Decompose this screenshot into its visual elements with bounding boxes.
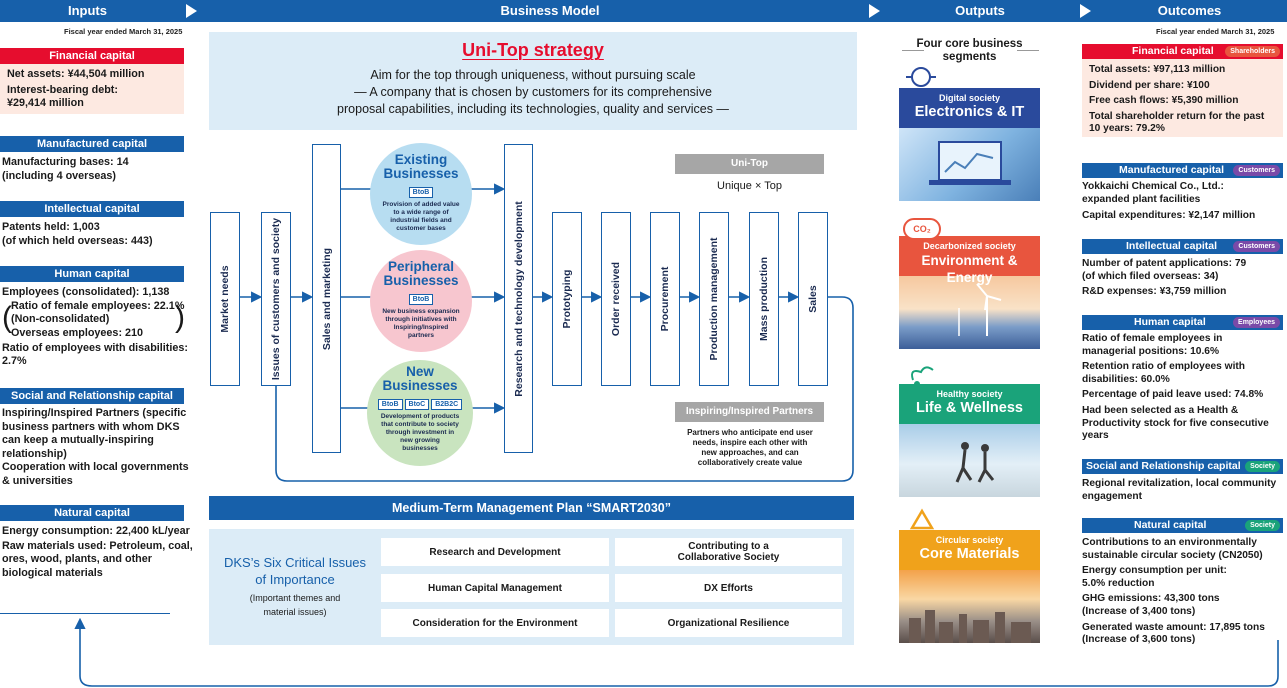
header-bar: Inputs Business Model Outputs Outcomes (0, 0, 1287, 22)
process-order-received: Order received (601, 212, 631, 386)
outcome-manufactured-title: Manufactured capital Customers (1082, 163, 1283, 178)
city-image-icon (909, 610, 1031, 643)
outcome-manufactured-text: Yokkaichi Chemical Co., Ltd.: expanded p… (1082, 181, 1256, 222)
input-intellectual-text: Patents held: 1,003 (of which held overs… (2, 221, 153, 247)
process-sales-marketing: Sales and marketing (312, 144, 341, 453)
process-sales: Sales (798, 212, 828, 386)
strategy-panel: Uni-Top strategy Aim for the top through… (209, 32, 857, 130)
outcome-social-text: Regional revitalization, local community… (1082, 478, 1277, 502)
unitop-label: Uni-Top (675, 154, 824, 174)
mtp-title: Medium-Term Management Plan “SMART2030” (209, 496, 854, 520)
stakeholder-pill-society: Society (1245, 461, 1280, 472)
co2-cloud-icon: CO₂ (903, 218, 941, 240)
outcome-natural-title: Natural capital Society (1082, 518, 1283, 533)
process-mass-production: Mass production (749, 212, 779, 386)
divider (0, 613, 170, 614)
input-manufactured-capital-title: Manufactured capital (0, 136, 184, 152)
header-outputs: Outputs (955, 3, 1005, 18)
input-human-capital-title: Human capital (0, 266, 184, 282)
recycle-icon (905, 508, 939, 534)
input-natural-capital-title: Natural capital (0, 505, 184, 521)
chevron-right-icon (869, 4, 880, 18)
strategy-text: Aim for the top through uniqueness, with… (337, 68, 729, 116)
issue-resilience: Organizational Resilience (615, 609, 842, 637)
outcome-financial-bg (1082, 59, 1283, 137)
process-rnd: Research and technology development (504, 144, 533, 453)
six-issues-heading: DKS’s Six Critical Issues of Importance … (223, 555, 367, 617)
issue-rnd: Research and Development (381, 538, 609, 566)
segment-electronics-it: Digital society Electronics & IT (899, 88, 1040, 201)
chevron-right-icon (1080, 4, 1091, 18)
chevron-right-icon (186, 4, 197, 18)
heart-leaf-icon (905, 362, 939, 388)
outcome-social-title: Social and Relationship capital Society (1082, 459, 1283, 474)
outcome-financial-text: Total assets: ¥97,113 million Dividend p… (1089, 64, 1265, 135)
partners-label: Inspiring/Inspired Partners (675, 402, 824, 422)
issue-dx: DX Efforts (615, 574, 842, 602)
outcome-intellectual-title: Intellectual capital Customers (1082, 239, 1283, 254)
process-market-needs: Market needs (210, 212, 240, 386)
process-production-management: Production management (699, 212, 729, 386)
input-social-capital-title: Social and Relationship capital (0, 388, 184, 404)
process-issues: Issues of customers and society (261, 212, 291, 386)
input-human-text: Employees (consolidated): 1,138 ( Ratio … (2, 286, 188, 367)
input-manufactured-text: Manufacturing bases: 14 (including 4 ove… (2, 156, 129, 182)
fiscal-year-note: Fiscal year ended March 31, 2025 (64, 27, 183, 36)
stakeholder-pill-employees: Employees (1233, 317, 1280, 328)
outcome-human-title: Human capital Employees (1082, 315, 1283, 330)
process-procurement: Procurement (650, 212, 680, 386)
header-inputs: Inputs (68, 3, 107, 18)
outcome-financial-title: Financial capital Shareholders (1082, 44, 1283, 59)
input-natural-text: Energy consumption: 22,400 kL/year Raw m… (2, 525, 193, 579)
runners-image-icon (955, 442, 995, 483)
stakeholder-pill-society: Society (1245, 520, 1280, 531)
stakeholder-pill-customers: Customers (1233, 241, 1280, 252)
circuit-icon (904, 64, 938, 90)
input-financial-capital-title: Financial capital (0, 48, 184, 64)
stakeholder-pill-customers: Customers (1233, 165, 1280, 176)
segment-core-materials: Circular society Core Materials (899, 530, 1040, 643)
issue-human-capital: Human Capital Management (381, 574, 609, 602)
outcome-intellectual-text: Number of patent applications: 79 (of wh… (1082, 258, 1247, 298)
divider (902, 50, 924, 51)
header-outcomes: Outcomes (1157, 3, 1222, 18)
stakeholder-pill-shareholders: Shareholders (1225, 46, 1280, 57)
laptop-image-icon (929, 141, 1011, 185)
segment-environment-energy: Decarbonized society Environment & Energ… (899, 236, 1040, 349)
unitop-sub: Unique × Top (717, 180, 782, 192)
outcome-natural-text: Contributions to an environmentally sust… (1082, 537, 1265, 646)
strategy-title: Uni-Top strategy (462, 40, 604, 60)
segment-life-wellness: Healthy society Life & Wellness (899, 384, 1040, 497)
input-financial-text: Net assets: ¥44,504 million Interest-bea… (7, 68, 145, 109)
process-prototyping: Prototyping (552, 212, 582, 386)
input-social-text: Inspiring/Inspired Partners (specific bu… (2, 407, 189, 487)
input-intellectual-capital-title: Intellectual capital (0, 201, 184, 217)
issue-environment: Consideration for the Environment (381, 609, 609, 637)
header-business-model: Business Model (500, 3, 600, 18)
fiscal-year-note: Fiscal year ended March 31, 2025 (1156, 27, 1275, 36)
divider (1017, 50, 1039, 51)
wind-turbine-image-icon (958, 283, 1002, 336)
input-financial-bg (0, 64, 184, 114)
outcome-human-text: Ratio of female employees in managerial … (1082, 333, 1269, 442)
mtp-panel: DKS’s Six Critical Issues of Importance … (209, 529, 854, 645)
